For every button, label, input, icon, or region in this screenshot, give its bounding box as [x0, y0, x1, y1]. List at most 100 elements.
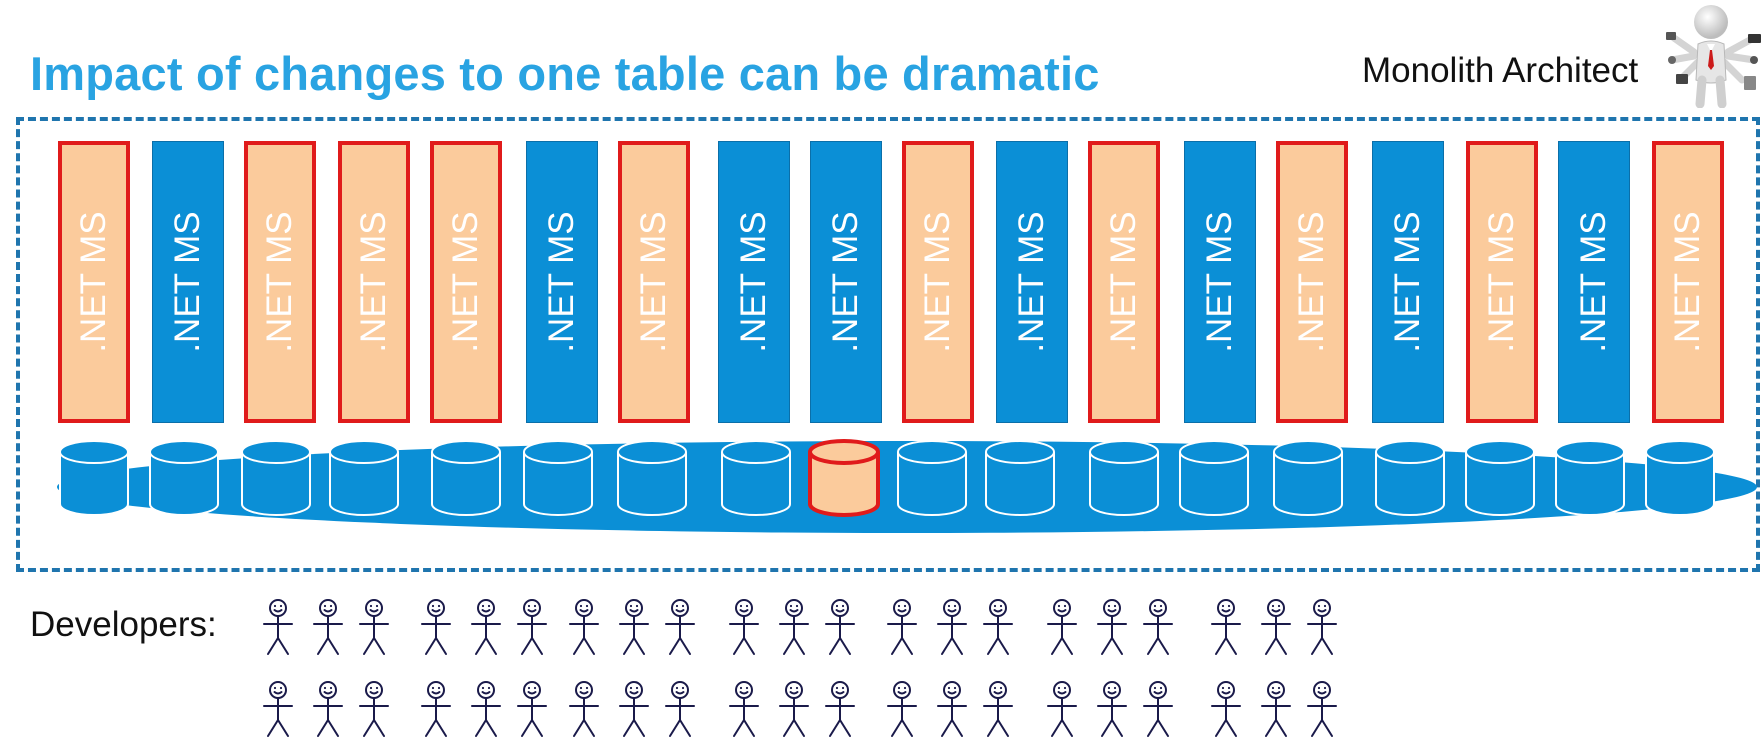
developer-icon: [421, 681, 451, 737]
developer-icon: [619, 599, 649, 655]
developer-icon: [359, 599, 389, 655]
table-cylinder: [617, 440, 687, 516]
developer-icon: [1307, 599, 1337, 655]
microservice-label: .NET MS: [74, 211, 113, 353]
developer-icon: [1211, 599, 1241, 655]
microservice-6: .NET MS: [526, 141, 598, 423]
developer-team: [263, 599, 1337, 737]
developer-icon: [887, 599, 917, 655]
microservice-16-affected: .NET MS: [1466, 141, 1538, 423]
developer-icon: [937, 681, 967, 737]
monolith-boundary: [16, 117, 1760, 572]
table-cylinder: [721, 440, 791, 516]
table-cylinder: [241, 440, 311, 516]
developer-icon: [983, 599, 1013, 655]
microservice-2: .NET MS: [152, 141, 224, 423]
developer-icon: [1261, 681, 1291, 737]
developer-icon: [1143, 681, 1173, 737]
microservice-label: .NET MS: [918, 211, 957, 353]
microservice-label: .NET MS: [1482, 211, 1521, 353]
developer-icon: [1047, 599, 1077, 655]
developer-icon: [729, 599, 759, 655]
microservice-3-affected: .NET MS: [244, 141, 316, 423]
developer-icon: [779, 599, 809, 655]
developer-icon: [569, 599, 599, 655]
developer-icon: [421, 599, 451, 655]
microservice-14-affected: .NET MS: [1276, 141, 1348, 423]
developer-icon: [1307, 681, 1337, 737]
developer-icon: [313, 681, 343, 737]
microservice-10-affected: .NET MS: [902, 141, 974, 423]
architect-label: Monolith Architect: [1362, 51, 1639, 90]
developer-icon: [1097, 681, 1127, 737]
table-cylinder: [523, 440, 593, 516]
developer-icon: [1047, 681, 1077, 737]
microservice-label: .NET MS: [1668, 211, 1707, 353]
developer-icon: [471, 599, 501, 655]
table-cylinder: [1273, 440, 1343, 516]
microservice-label: .NET MS: [1012, 211, 1051, 353]
microservice-label: .NET MS: [634, 211, 673, 353]
microservice-label: .NET MS: [1200, 211, 1239, 353]
microservice-label: .NET MS: [1104, 211, 1143, 353]
table-cylinder: [897, 440, 967, 516]
table-cylinder: [431, 440, 501, 516]
microservice-4-affected: .NET MS: [338, 141, 410, 423]
developer-icon: [263, 599, 293, 655]
developer-icon: [1261, 599, 1291, 655]
developer-icon: [569, 681, 599, 737]
developers-label: Developers:: [30, 605, 217, 644]
microservice-15: .NET MS: [1372, 141, 1444, 423]
businessman-multitasking-icon: [1666, 5, 1761, 108]
microservice-18-affected: .NET MS: [1652, 141, 1724, 423]
developer-icon: [263, 681, 293, 737]
developer-icon: [517, 599, 547, 655]
table-cylinder: [149, 440, 219, 516]
developer-icon: [471, 681, 501, 737]
developer-icon: [1143, 599, 1173, 655]
developer-icon: [887, 681, 917, 737]
shared-database: [57, 439, 1757, 533]
developer-icon: [937, 599, 967, 655]
changed-table-cylinder: [808, 439, 880, 517]
developer-icon: [619, 681, 649, 737]
microservice-label: .NET MS: [826, 211, 865, 353]
microservice-9: .NET MS: [810, 141, 882, 423]
microservice-label: .NET MS: [1388, 211, 1427, 353]
microservice-label: .NET MS: [446, 211, 485, 353]
table-cylinder: [1555, 440, 1625, 516]
developer-icon: [825, 681, 855, 737]
developer-icon: [729, 681, 759, 737]
developer-icon: [983, 681, 1013, 737]
developer-icon: [1211, 681, 1241, 737]
microservice-17: .NET MS: [1558, 141, 1630, 423]
microservice-label: .NET MS: [168, 211, 207, 353]
table-cylinder: [59, 440, 129, 516]
developer-icon: [517, 681, 547, 737]
developer-icon: [1097, 599, 1127, 655]
table-cylinder: [985, 440, 1055, 516]
microservice-8: .NET MS: [718, 141, 790, 423]
developer-icon: [359, 681, 389, 737]
microservice-5-affected: .NET MS: [430, 141, 502, 423]
table-cylinder: [1645, 440, 1715, 516]
table-cylinder: [1179, 440, 1249, 516]
microservice-11: .NET MS: [996, 141, 1068, 423]
microservice-label: .NET MS: [354, 211, 393, 353]
developer-icon: [779, 681, 809, 737]
developer-icon: [825, 599, 855, 655]
microservice-label: .NET MS: [260, 211, 299, 353]
microservice-label: .NET MS: [734, 211, 773, 353]
microservice-label: .NET MS: [1574, 211, 1613, 353]
microservice-label: .NET MS: [542, 211, 581, 353]
microservice-12-affected: .NET MS: [1088, 141, 1160, 423]
table-cylinder: [1375, 440, 1445, 516]
microservice-13: .NET MS: [1184, 141, 1256, 423]
developer-icon: [665, 599, 695, 655]
slide-title: Impact of changes to one table can be dr…: [30, 47, 1100, 100]
microservice-7-affected: .NET MS: [618, 141, 690, 423]
microservice-1-affected: .NET MS: [58, 141, 130, 423]
table-cylinder: [1089, 440, 1159, 516]
microservice-label: .NET MS: [1292, 211, 1331, 353]
developer-icon: [313, 599, 343, 655]
